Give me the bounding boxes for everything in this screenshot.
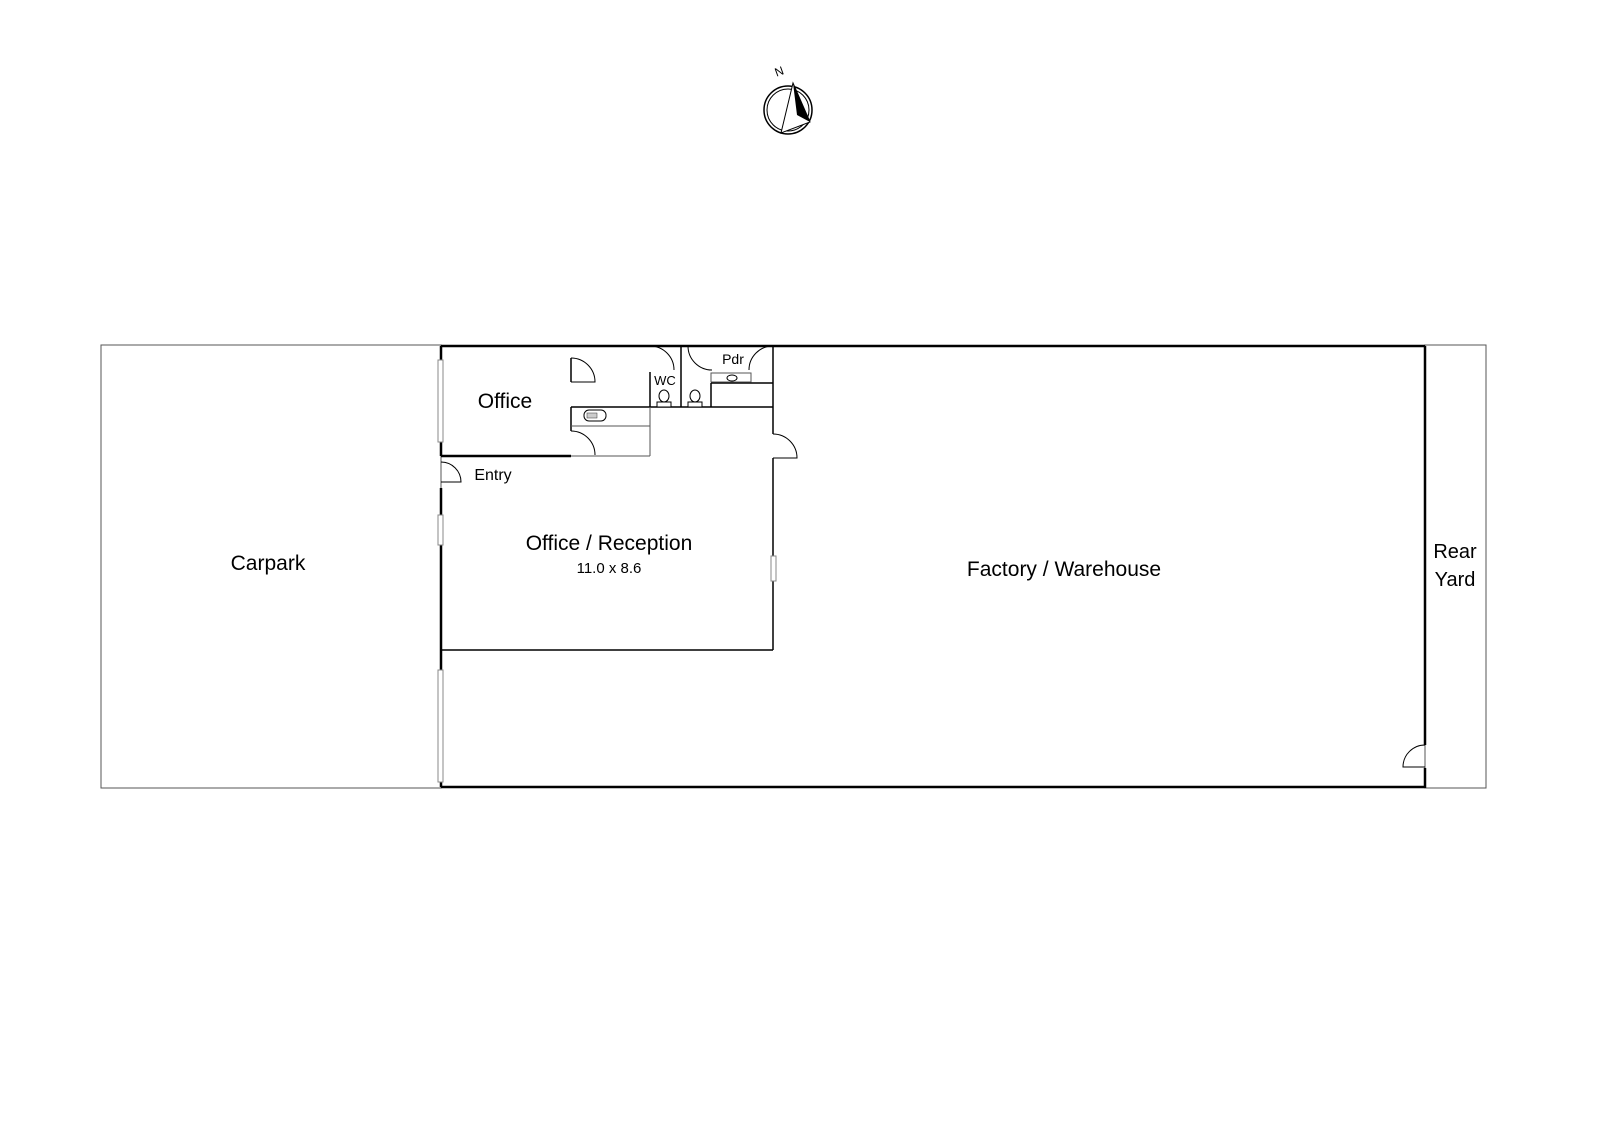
sink-icon	[583, 409, 607, 422]
toilet-icon	[687, 389, 703, 408]
toilet-icon	[656, 389, 672, 408]
carpark-label: Carpark	[231, 552, 306, 575]
windows	[437, 359, 777, 783]
rear-yard-label-1: Rear	[1433, 541, 1477, 563]
rear-yard-area	[1424, 344, 1487, 789]
reception-label: Office / Reception	[526, 532, 693, 555]
pdr-label: Pdr	[722, 351, 744, 367]
office-label: Office	[478, 390, 532, 413]
entry-label: Entry	[474, 467, 511, 484]
reception-size: 11.0 x 8.6	[577, 560, 642, 577]
rear-yard-label-2: Yard	[1435, 569, 1476, 591]
doors	[440, 345, 1426, 768]
factory-label: Factory / Warehouse	[967, 558, 1161, 581]
basin-icon	[710, 372, 752, 383]
north-compass-icon: N	[763, 63, 813, 135]
wc-label: WC	[654, 373, 676, 388]
compass-north-label: N	[773, 63, 786, 79]
